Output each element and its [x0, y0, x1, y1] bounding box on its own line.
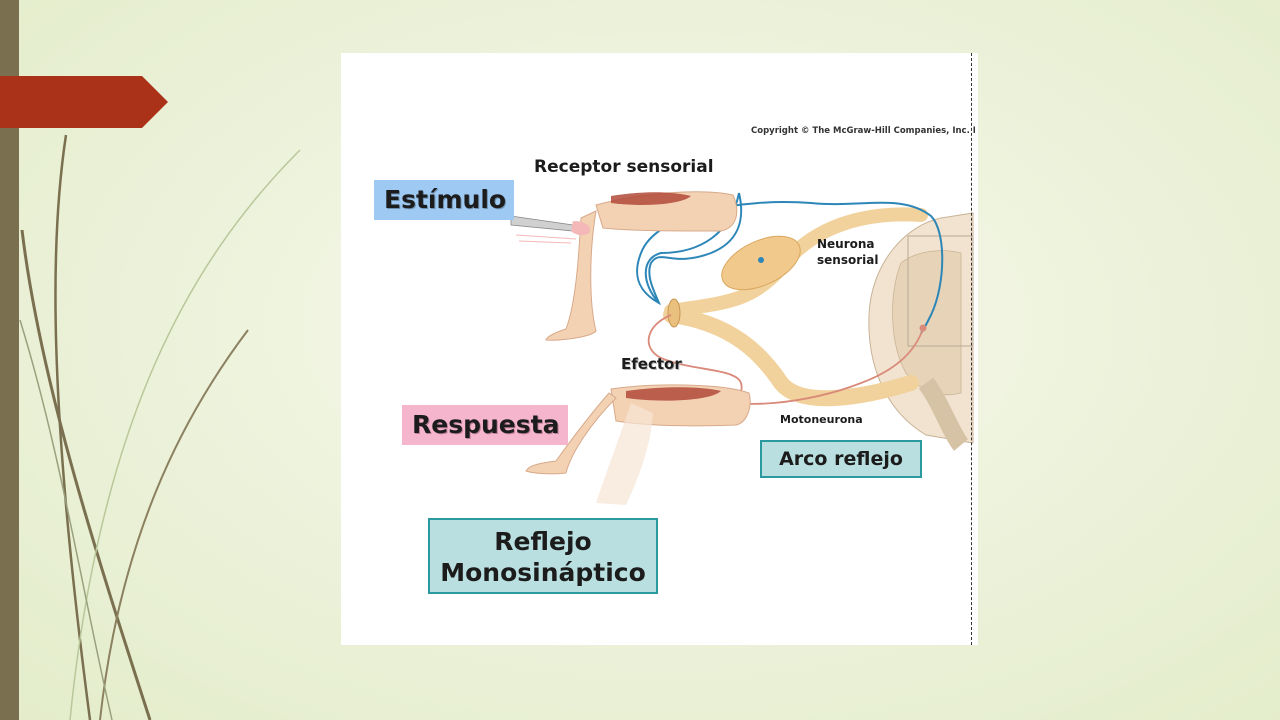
slide-accent-ribbon [0, 76, 168, 128]
label-estimulo: Estímulo [374, 180, 514, 220]
label-reflejo-line1: Reflejo [494, 527, 592, 556]
label-efector: Efector [621, 355, 682, 373]
label-reflejo-monosinaptico: Reflejo Monosináptico [428, 518, 658, 594]
label-neurona-line2: sensorial [817, 253, 879, 267]
label-reflejo-line2: Monosináptico [440, 558, 646, 587]
upper-leg-illustration [510, 191, 738, 341]
label-respuesta: Respuesta [402, 405, 568, 445]
label-neurona-sensorial: Neurona sensorial [817, 236, 878, 268]
label-arco-reflejo: Arco reflejo [760, 440, 922, 478]
reflex-arc-illustration [510, 191, 974, 505]
reflex-arc-figure: Copyright © The McGraw-Hill Companies, I… [341, 53, 978, 645]
label-motoneurona: Motoneurona [780, 413, 863, 426]
label-neurona-line1: Neurona [817, 237, 875, 251]
label-receptor-sensorial: Receptor sensorial [534, 157, 714, 177]
figure-dashed-edge [971, 53, 972, 645]
copyright-notice: Copyright © The McGraw-Hill Companies, I… [751, 126, 975, 136]
decorative-grass-lines [19, 134, 301, 720]
lower-leg-illustration [525, 384, 751, 505]
slide-sidebar-bar [0, 0, 19, 720]
